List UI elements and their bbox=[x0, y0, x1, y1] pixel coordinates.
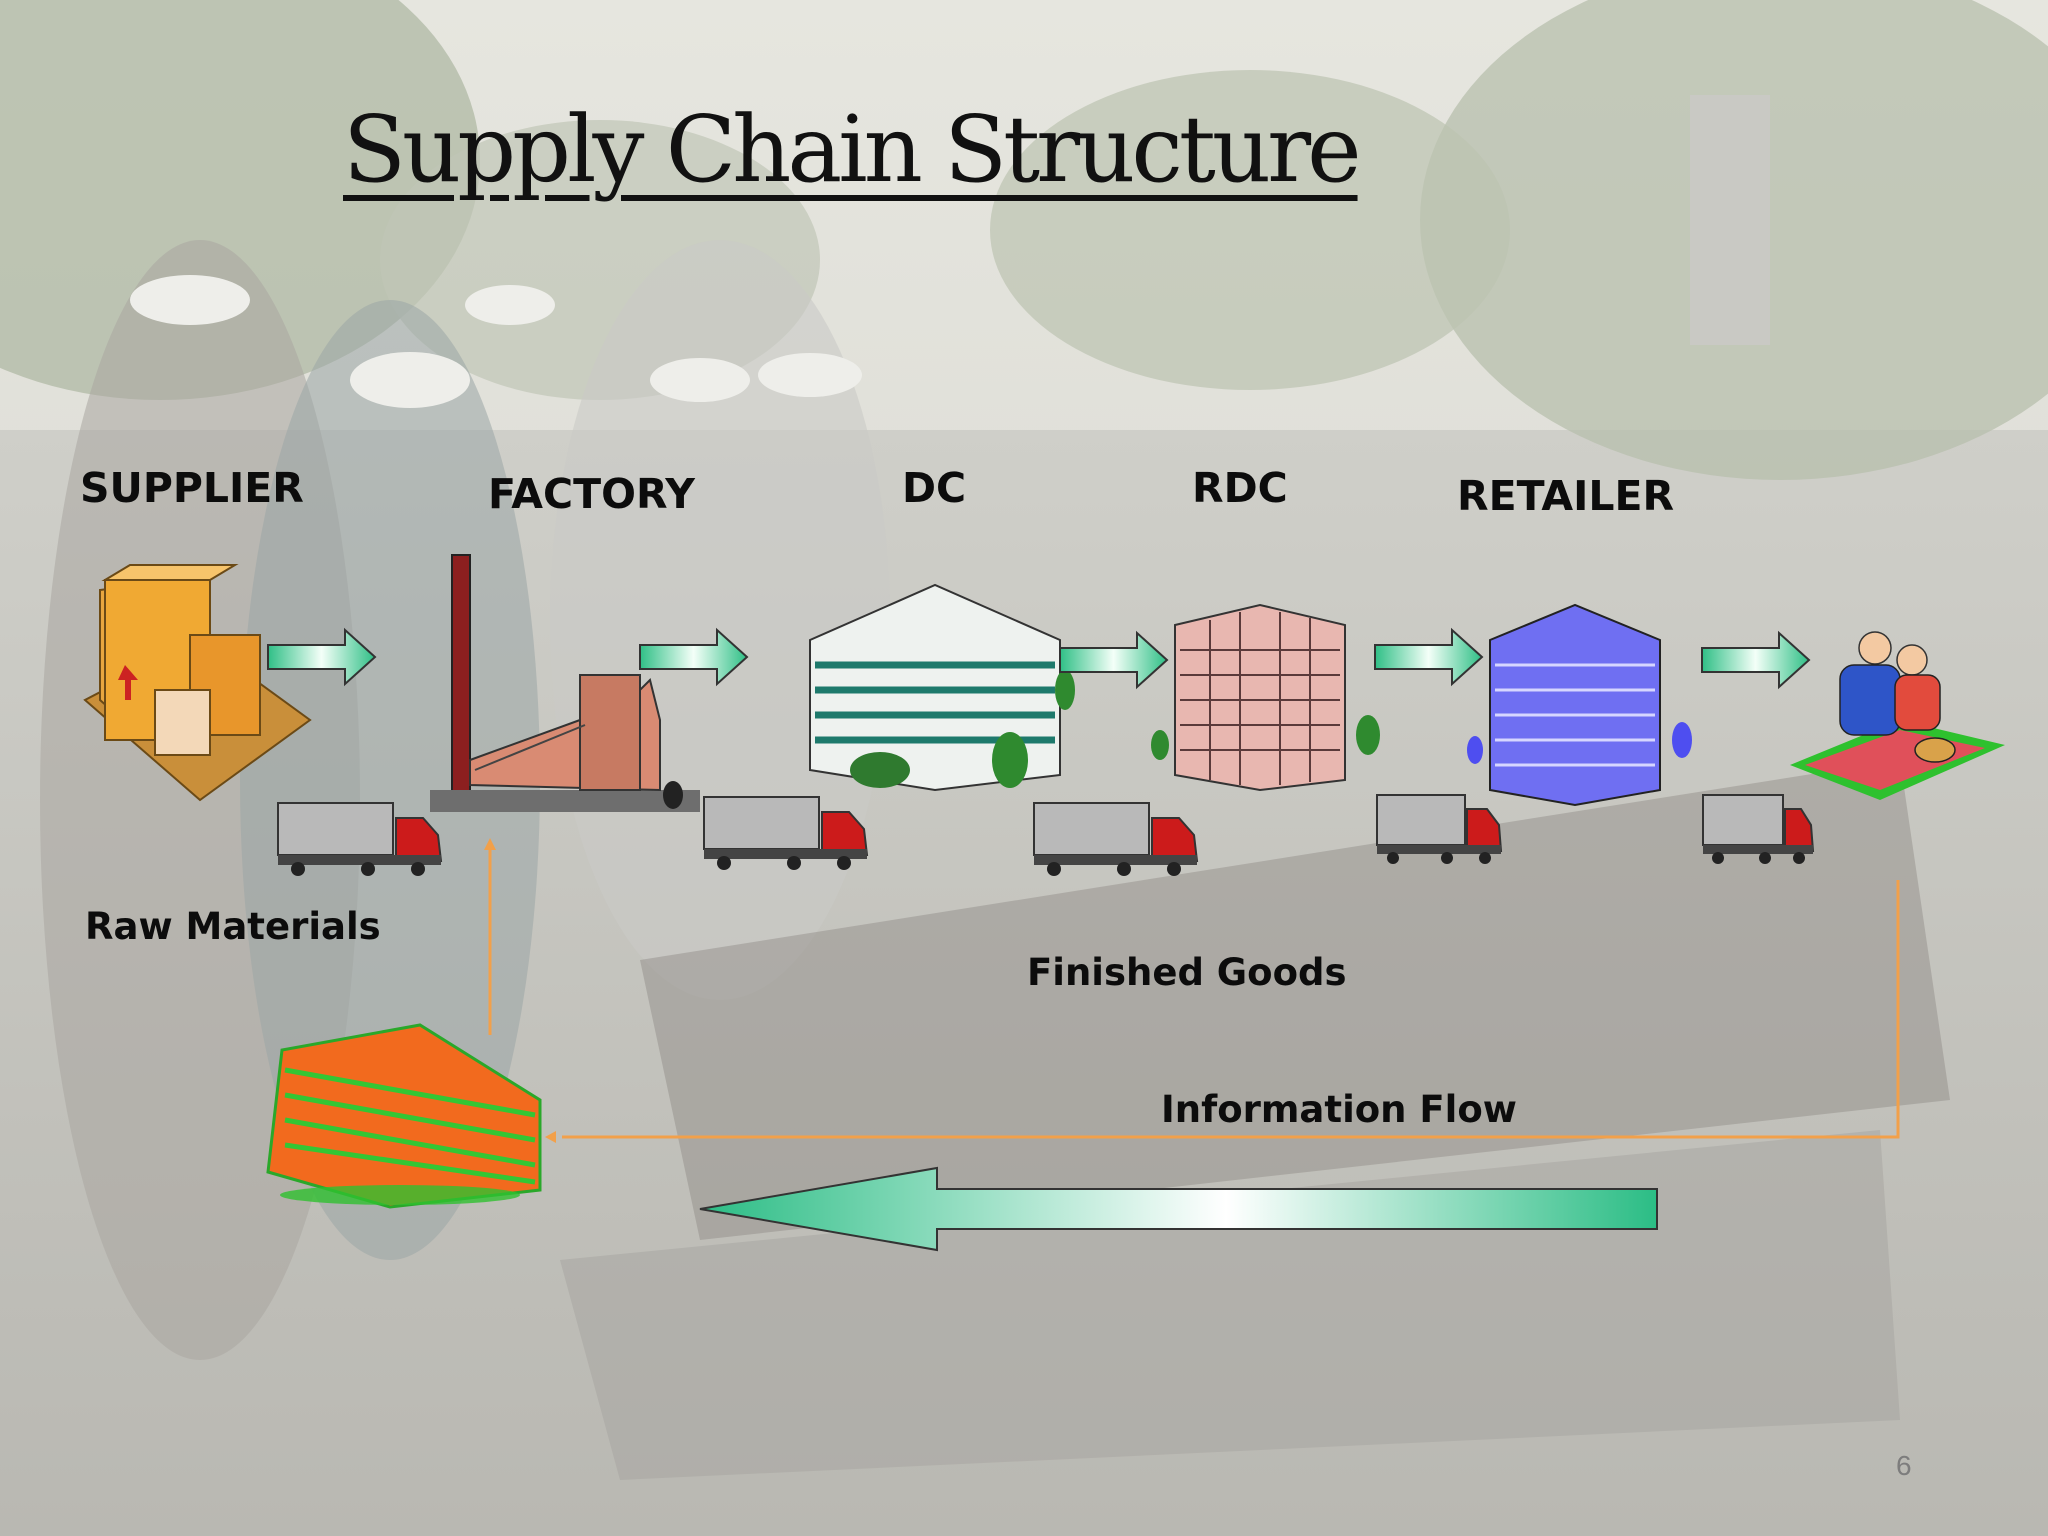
factory-icon bbox=[430, 554, 700, 812]
stage-label-factory: FACTORY bbox=[488, 470, 695, 518]
info-arrowhead-icon bbox=[545, 1131, 556, 1143]
forward-arrow-icon bbox=[639, 627, 749, 687]
page-number: 6 bbox=[1896, 1450, 1912, 1481]
stage-label-supplier: SUPPLIER bbox=[80, 464, 304, 512]
flow-arrows bbox=[267, 627, 1811, 690]
forward-arrow-icon bbox=[1374, 627, 1484, 687]
truck-icon bbox=[1376, 794, 1503, 864]
stage-label-retailer: RETAILER bbox=[1457, 472, 1675, 520]
forward-arrow-icon bbox=[267, 627, 377, 687]
supplier-crates-icon bbox=[83, 564, 312, 802]
information-flow-label: Information Flow bbox=[1161, 1088, 1517, 1131]
truck-icon bbox=[703, 796, 869, 870]
truck-icon bbox=[1702, 794, 1815, 864]
stage-label-dc: DC bbox=[902, 464, 967, 512]
head-office-building-icon bbox=[266, 1023, 542, 1209]
truck-icon bbox=[277, 802, 443, 876]
information-flow-line bbox=[488, 845, 1900, 1139]
dc-building-icon bbox=[809, 583, 1075, 792]
slide-title: Supply Chain Structure bbox=[343, 96, 1362, 203]
finished-goods-label: Finished Goods bbox=[1027, 951, 1347, 994]
forward-arrow-icon bbox=[1059, 630, 1169, 690]
customer-couple-icon bbox=[1790, 631, 2005, 800]
stage-label-rdc: RDC bbox=[1192, 464, 1288, 512]
retailer-building-icon bbox=[1467, 603, 1692, 807]
raw-materials-label: Raw Materials bbox=[85, 905, 381, 948]
forward-arrow-icon bbox=[1701, 630, 1811, 690]
backward-flow-arrow-icon bbox=[699, 1166, 1658, 1252]
truck-icon bbox=[1033, 802, 1199, 876]
info-up-arrowhead-icon bbox=[484, 838, 496, 850]
rdc-building-icon bbox=[1151, 603, 1380, 792]
